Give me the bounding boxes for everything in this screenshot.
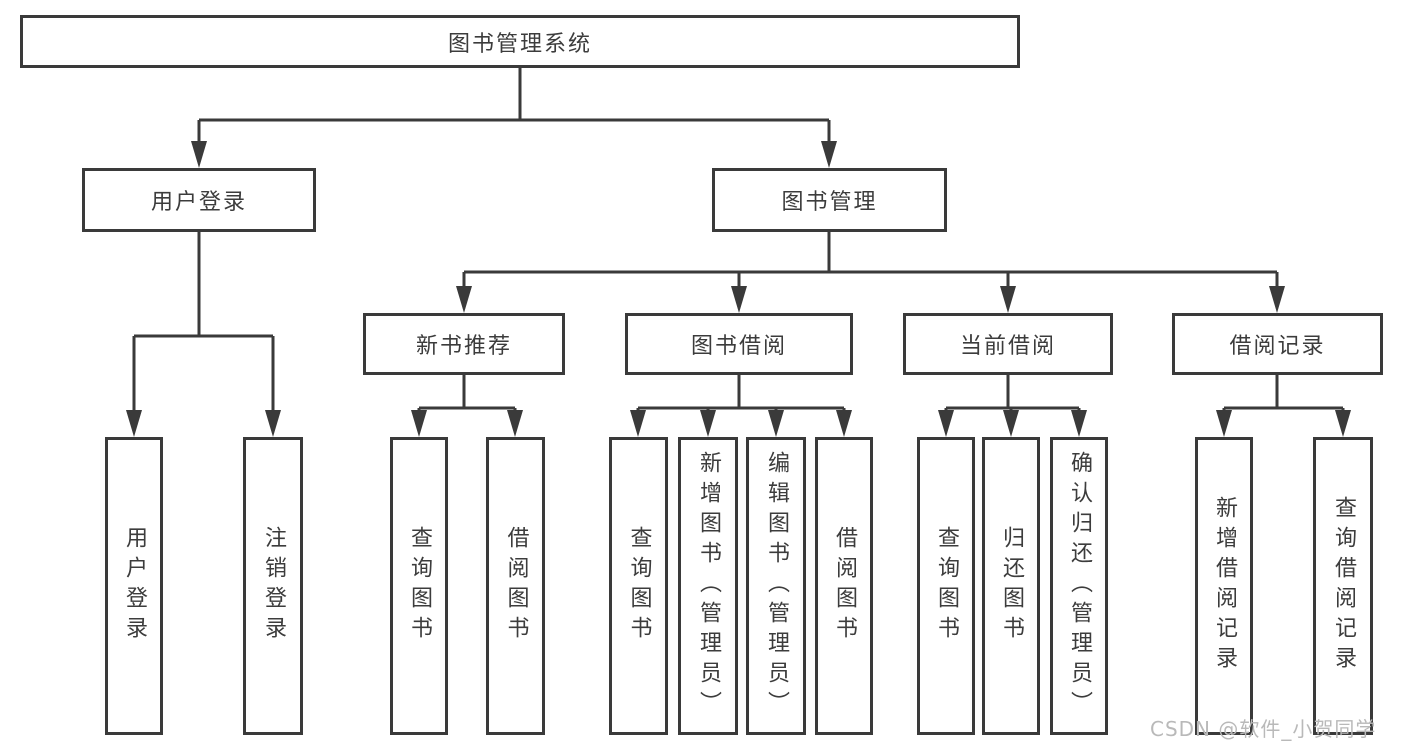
- leaf-logout: 注销登录: [243, 437, 303, 735]
- leaf-add-borrow-record-label: 新增借阅记录: [1212, 496, 1237, 676]
- node-root-label: 图书管理系统: [447, 31, 592, 57]
- leaf-add-book-admin: 新增图书（管理员）: [678, 437, 738, 735]
- leaf-borrow-book-1-label: 借阅图书: [503, 526, 529, 646]
- node-current-borrow: 当前借阅: [903, 313, 1113, 375]
- leaf-user-login: 用户登录: [105, 437, 163, 735]
- leaf-return-book: 归还图书: [982, 437, 1040, 735]
- leaf-confirm-return-admin-label: 确认归还（管理员）: [1067, 451, 1092, 721]
- leaf-return-book-label: 归还图书: [999, 526, 1024, 646]
- leaf-logout-label: 注销登录: [261, 526, 286, 646]
- arrowheads: [126, 141, 1351, 437]
- leaf-add-borrow-record: 新增借阅记录: [1195, 437, 1253, 735]
- leaf-borrow-book-2-label: 借阅图书: [832, 526, 857, 646]
- leaf-query-borrow-record-label: 查询借阅记录: [1331, 496, 1356, 676]
- leaf-borrow-book-1: 借阅图书: [486, 437, 545, 735]
- csdn-watermark: CSDN @软件_小贺同学: [1150, 717, 1377, 741]
- leaf-query-book-2: 查询图书: [609, 437, 668, 735]
- node-book-management-label: 图书管理: [781, 190, 878, 215]
- node-current-borrow-label: 当前借阅: [959, 334, 1056, 359]
- leaf-query-book-1: 查询图书: [390, 437, 448, 735]
- node-borrow-record: 借阅记录: [1172, 313, 1383, 375]
- leaf-confirm-return-admin: 确认归还（管理员）: [1050, 437, 1108, 735]
- node-root: 图书管理系统: [20, 15, 1020, 68]
- node-user-login: 用户登录: [82, 168, 316, 232]
- leaf-query-book-2-label: 查询图书: [626, 526, 652, 646]
- node-new-book-recommend-label: 新书推荐: [415, 334, 512, 359]
- node-user-login-label: 用户登录: [150, 190, 247, 215]
- node-book-management: 图书管理: [712, 168, 947, 232]
- node-book-borrow-label: 图书借阅: [690, 334, 787, 359]
- node-new-book-recommend: 新书推荐: [363, 313, 565, 375]
- leaf-query-book-3: 查询图书: [917, 437, 975, 735]
- leaf-edit-book-admin-label: 编辑图书（管理员）: [764, 451, 789, 721]
- node-book-borrow: 图书借阅: [625, 313, 853, 375]
- leaf-add-book-admin-label: 新增图书（管理员）: [696, 451, 721, 721]
- leaf-query-book-1-label: 查询图书: [407, 526, 432, 646]
- leaf-query-book-3-label: 查询图书: [934, 526, 959, 646]
- node-borrow-record-label: 借阅记录: [1229, 334, 1326, 359]
- leaf-query-borrow-record: 查询借阅记录: [1313, 437, 1373, 735]
- leaf-borrow-book-2: 借阅图书: [815, 437, 873, 735]
- leaf-user-login-label: 用户登录: [122, 526, 147, 646]
- leaf-edit-book-admin: 编辑图书（管理员）: [746, 437, 806, 735]
